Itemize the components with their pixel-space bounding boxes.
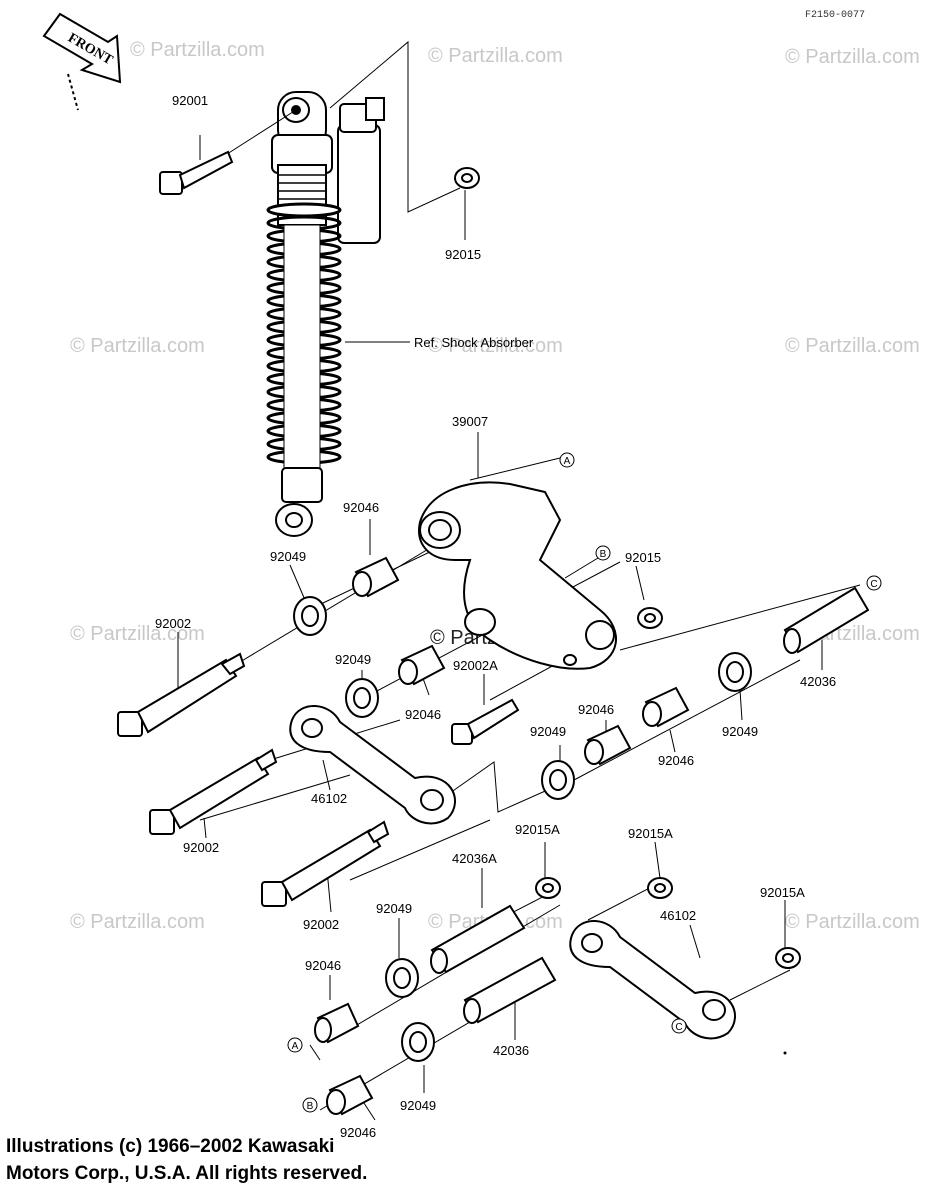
watermark: © Partzilla.com <box>428 335 563 357</box>
nut-92015 <box>454 167 480 189</box>
svg-text:B: B <box>600 549 607 560</box>
part-number-label: 92002 <box>155 616 191 631</box>
bolt-92001 <box>159 150 234 195</box>
copyright-line: Motors Corp., U.S.A. All rights reserved… <box>6 1163 368 1184</box>
collar-42036 <box>783 586 870 654</box>
watermark: © Partzilla.com <box>428 45 563 67</box>
part-number-label: 42036A <box>452 851 497 866</box>
nut-92015A <box>647 877 673 899</box>
part-number-label: 92049 <box>530 724 566 739</box>
part-number-label: 92015 <box>445 247 481 262</box>
callout-b: B <box>595 545 611 561</box>
callout-c: C <box>671 1018 687 1034</box>
part-number-label: 46102 <box>660 908 696 923</box>
bearing-92046 <box>326 1074 374 1116</box>
spring-coil <box>266 202 342 218</box>
nut-92015A <box>775 947 801 969</box>
part-number-label: 92049 <box>335 652 371 667</box>
part-number-label: 92049 <box>722 724 758 739</box>
callout-c: C <box>866 575 882 591</box>
watermark: © Partzilla.com <box>785 911 920 933</box>
part-number-label: 92002 <box>183 840 219 855</box>
part-number-label: 92046 <box>305 958 341 973</box>
watermark: © Partzilla.com <box>70 335 205 357</box>
part-number-label: 92049 <box>400 1098 436 1113</box>
tie-rod-46102 <box>289 705 456 825</box>
nut-92015 <box>637 607 663 629</box>
part-number-label: 92015 <box>625 550 661 565</box>
part-number-label: 42036 <box>800 674 836 689</box>
seal-92049 <box>385 958 419 998</box>
watermark: © Partzilla.com <box>70 623 205 645</box>
watermark: © Partzilla.com <box>70 911 205 933</box>
watermark: © Partzilla.com <box>785 335 920 357</box>
part-number-label: 92046 <box>340 1125 376 1140</box>
collar-42036A <box>430 904 526 974</box>
copyright-line: Illustrations (c) 1966–2002 Kawasaki <box>6 1136 335 1157</box>
shock-absorber <box>266 91 385 537</box>
bearing-92046 <box>314 1002 360 1044</box>
copyright-notice: Illustrations (c) 1966–2002 Kawasaki Mot… <box>6 1133 367 1187</box>
seal-92049 <box>345 678 379 718</box>
part-number-label: 92001 <box>172 93 208 108</box>
nut-92015A <box>535 877 561 899</box>
part-number-label: 92002A <box>453 658 498 673</box>
tie-rod-46102 <box>569 920 736 1040</box>
bolt-92002 <box>117 652 246 737</box>
seal-92049 <box>718 652 752 692</box>
diagram-ref-code: F2150-0077 <box>805 10 865 21</box>
part-number-label: 92046 <box>578 702 614 717</box>
part-number-label: 46102 <box>311 791 347 806</box>
bearing-92046 <box>642 686 690 728</box>
bolt-92002A <box>451 698 520 745</box>
svg-text:A: A <box>564 456 571 467</box>
part-number-label: 92015A <box>515 822 560 837</box>
svg-text:C: C <box>870 579 877 590</box>
seal-92049 <box>293 596 327 636</box>
svg-text:A: A <box>292 1041 299 1052</box>
bearing-92046 <box>352 556 400 598</box>
bearing-92046 <box>398 644 446 686</box>
shock-absorber-label: Ref. Shock Absorber <box>414 335 534 350</box>
part-number-label: 92015A <box>628 826 673 841</box>
part-labels: 92001 92015 39007 92046 92049 92015 9200… <box>155 93 836 1140</box>
callout-b: B <box>302 1097 318 1113</box>
front-arrow-icon: FRONT <box>42 12 122 111</box>
watermark: © Partzilla.com <box>130 39 265 61</box>
callout-a: A <box>287 1037 303 1053</box>
callout-a: A <box>559 452 575 468</box>
part-number-label: 92046 <box>405 707 441 722</box>
part-number-label: 42036 <box>493 1043 529 1058</box>
svg-text:C: C <box>675 1022 682 1033</box>
bolt-92002 <box>149 748 278 835</box>
part-number-label: 92046 <box>343 500 379 515</box>
part-number-label: 39007 <box>452 414 488 429</box>
bolt-92002 <box>261 820 390 907</box>
svg-text:B: B <box>307 1101 314 1112</box>
rocker-arm-39007 <box>418 481 617 670</box>
part-number-label: 92015A <box>760 885 805 900</box>
watermark: © Partzilla.com <box>785 46 920 68</box>
seal-92049 <box>541 760 575 800</box>
part-number-label: 92049 <box>376 901 412 916</box>
part-number-label: 92002 <box>303 917 339 932</box>
seal-92049 <box>401 1022 435 1062</box>
part-number-label: 92046 <box>658 753 694 768</box>
collar-42036 <box>463 956 557 1024</box>
bearing-92046 <box>584 724 632 766</box>
part-number-label: 92049 <box>270 549 306 564</box>
